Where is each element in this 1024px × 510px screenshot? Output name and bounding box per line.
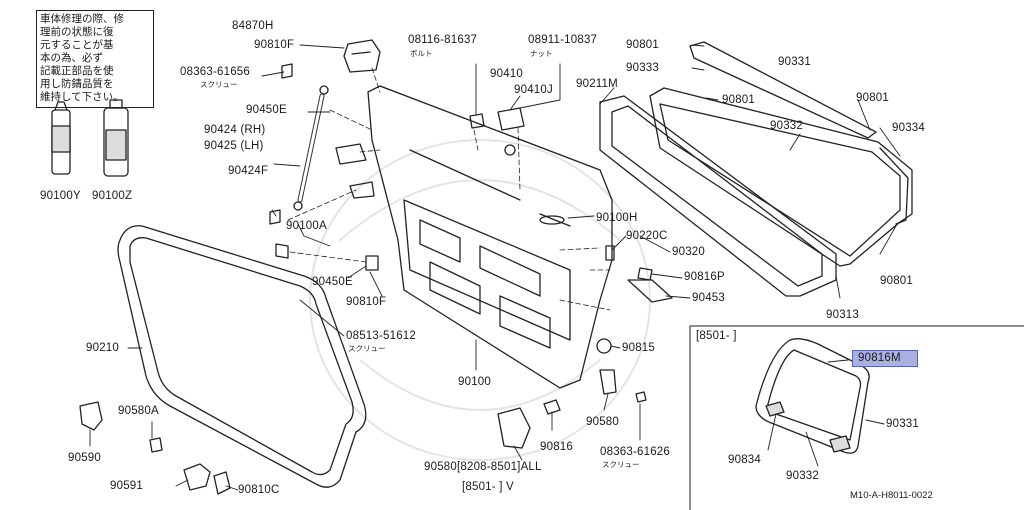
- part-label-84870h[interactable]: 84870H: [232, 20, 274, 32]
- part-label-90801-c[interactable]: 90801: [856, 92, 889, 104]
- bumper-90815-part: [596, 338, 612, 354]
- part-label-90211m[interactable]: 90211M: [576, 78, 618, 90]
- part-label-90580-range[interactable]: 90580[8208-8501]ALL: [424, 461, 542, 473]
- notice-line: 車体修理の際、修: [40, 13, 124, 25]
- part-label-08513-51612[interactable]: 08513-51612: [346, 330, 416, 342]
- part-label-90334[interactable]: 90334: [892, 122, 925, 134]
- part-label-90834[interactable]: 90834: [728, 454, 761, 466]
- part-sublabel-screw: スクリュー: [348, 344, 386, 353]
- part-label-90100h[interactable]: 90100H: [596, 212, 638, 224]
- spray-can-icon: [103, 99, 129, 177]
- part-label-90313[interactable]: 90313: [826, 309, 859, 321]
- hinge-top-part: [343, 39, 381, 73]
- part-label-90810f-bot[interactable]: 90810F: [346, 296, 387, 308]
- part-label-90591[interactable]: 90591: [110, 480, 143, 492]
- window-frame-90320-part: [599, 95, 837, 297]
- clip-90816p-part: [637, 267, 653, 281]
- inset-part-label-90332[interactable]: 90332: [786, 470, 819, 482]
- glass-90331-part: [649, 87, 913, 267]
- part-label-90410j[interactable]: 90410J: [514, 84, 553, 96]
- part-label-90424f[interactable]: 90424F: [228, 165, 269, 177]
- part-label-90100a[interactable]: 90100A: [286, 220, 327, 232]
- rod-90580-part: [599, 369, 617, 395]
- lock-90580-part: [497, 407, 531, 449]
- part-label-90590[interactable]: 90590: [68, 452, 101, 464]
- diagram-code: M10-A-H8011-0022: [850, 490, 933, 501]
- notice-line: 元することが基: [40, 39, 114, 51]
- part-label-08363-61656[interactable]: 08363-61656: [180, 66, 250, 78]
- part-label-90815[interactable]: 90815: [622, 342, 655, 354]
- part-label-90425-lh[interactable]: 90425 (LH): [204, 140, 264, 152]
- part-label-90100y[interactable]: 90100Y: [40, 190, 81, 202]
- part-label-90810c[interactable]: 90810C: [238, 484, 280, 496]
- latch-90590-part: [79, 401, 103, 431]
- inset-glass-part: [755, 338, 870, 454]
- back-door-panel-part: [367, 85, 613, 389]
- part-label-08116-81637[interactable]: 08116-81637: [408, 34, 478, 46]
- part-label-90816m[interactable]: 90816M: [858, 352, 901, 364]
- gas-strut-part: [293, 85, 329, 211]
- part-label-90801-a[interactable]: 90801: [626, 39, 659, 51]
- weatherstrip-90210-part: [117, 225, 367, 488]
- part-sublabel-nut: ナット: [530, 49, 553, 58]
- screw-08363-61626-part: [635, 391, 647, 403]
- part-label-90333[interactable]: 90333: [626, 62, 659, 74]
- bolt-08116-part: [469, 113, 485, 129]
- part-label-90331[interactable]: 90331: [778, 56, 811, 68]
- part-label-08911-10837[interactable]: 08911-10837: [528, 34, 598, 46]
- part-sublabel-screw: スクリュー: [602, 460, 640, 469]
- part-label-90816p[interactable]: 90816P: [684, 271, 725, 283]
- part-sublabel-bolt: ボルト: [410, 49, 433, 58]
- notice-line: 維持して下さい。: [40, 91, 124, 103]
- notice-line: 記載正部品を使: [40, 65, 114, 77]
- part-label-90100[interactable]: 90100: [458, 376, 491, 388]
- part-label-90210[interactable]: 90210: [86, 342, 119, 354]
- hinge-bracket-part: [349, 181, 375, 199]
- stud-90580a-part: [149, 437, 163, 453]
- part-label-90410[interactable]: 90410: [490, 68, 523, 80]
- part-label-90801-d[interactable]: 90801: [880, 275, 913, 287]
- highlight-box: [852, 350, 918, 367]
- bolt-part: [281, 63, 293, 79]
- part-label-08363-61626[interactable]: 08363-61626: [600, 446, 670, 458]
- part-label-90580-range-v: [8501- ] V: [462, 481, 514, 493]
- glass-strip-90333-part: [689, 41, 877, 139]
- part-label-90424-rh[interactable]: 90424 (RH): [204, 124, 266, 136]
- inset-range-label: [8501- ]: [696, 330, 737, 342]
- clip-part: [365, 255, 379, 271]
- inset-part-label-90331[interactable]: 90331: [886, 418, 919, 430]
- seal-90334-part: [879, 147, 909, 225]
- part-label-90450e-bot[interactable]: 90450E: [312, 276, 353, 288]
- inset-frame: [689, 325, 1024, 510]
- part-sublabel-screw: スクリュー: [200, 80, 238, 89]
- part-label-90816[interactable]: 90816: [540, 441, 573, 453]
- bolt-part: [269, 209, 281, 225]
- clip-90220c-part: [605, 245, 615, 261]
- cover-90810c-part: [213, 471, 231, 495]
- hinge-lower-part: [335, 143, 367, 165]
- part-label-90100z[interactable]: 90100Z: [92, 190, 133, 202]
- notice-line: 本の為、必ず: [40, 52, 103, 64]
- handle-90410-part: [497, 107, 525, 131]
- part-label-90810f-top[interactable]: 90810F: [254, 39, 295, 51]
- notice-line: 理前の状態に復: [40, 26, 114, 38]
- repair-notice-box: 車体修理の際、修 理前の状態に復 元することが基 本の為、必ず 記載正部品を使 …: [36, 10, 154, 108]
- notice-line: 用し防錆品質を: [40, 78, 114, 90]
- part-label-90580a[interactable]: 90580A: [118, 405, 159, 417]
- trim-90453-part: [627, 279, 673, 303]
- part-label-90332[interactable]: 90332: [770, 120, 803, 132]
- sealant-tube-icon: [51, 101, 71, 175]
- striker-90591-part: [183, 463, 211, 491]
- part-label-90453[interactable]: 90453: [692, 292, 725, 304]
- part-label-90801-b[interactable]: 90801: [722, 94, 755, 106]
- nut-08911-part: [504, 144, 516, 156]
- part-label-90320[interactable]: 90320: [672, 246, 705, 258]
- part-label-90220c[interactable]: 90220C: [626, 230, 668, 242]
- part-label-90450e-top[interactable]: 90450E: [246, 104, 287, 116]
- rod-90816-part: [543, 399, 561, 415]
- part-label-90580[interactable]: 90580: [586, 416, 619, 428]
- clip-part: [275, 243, 289, 259]
